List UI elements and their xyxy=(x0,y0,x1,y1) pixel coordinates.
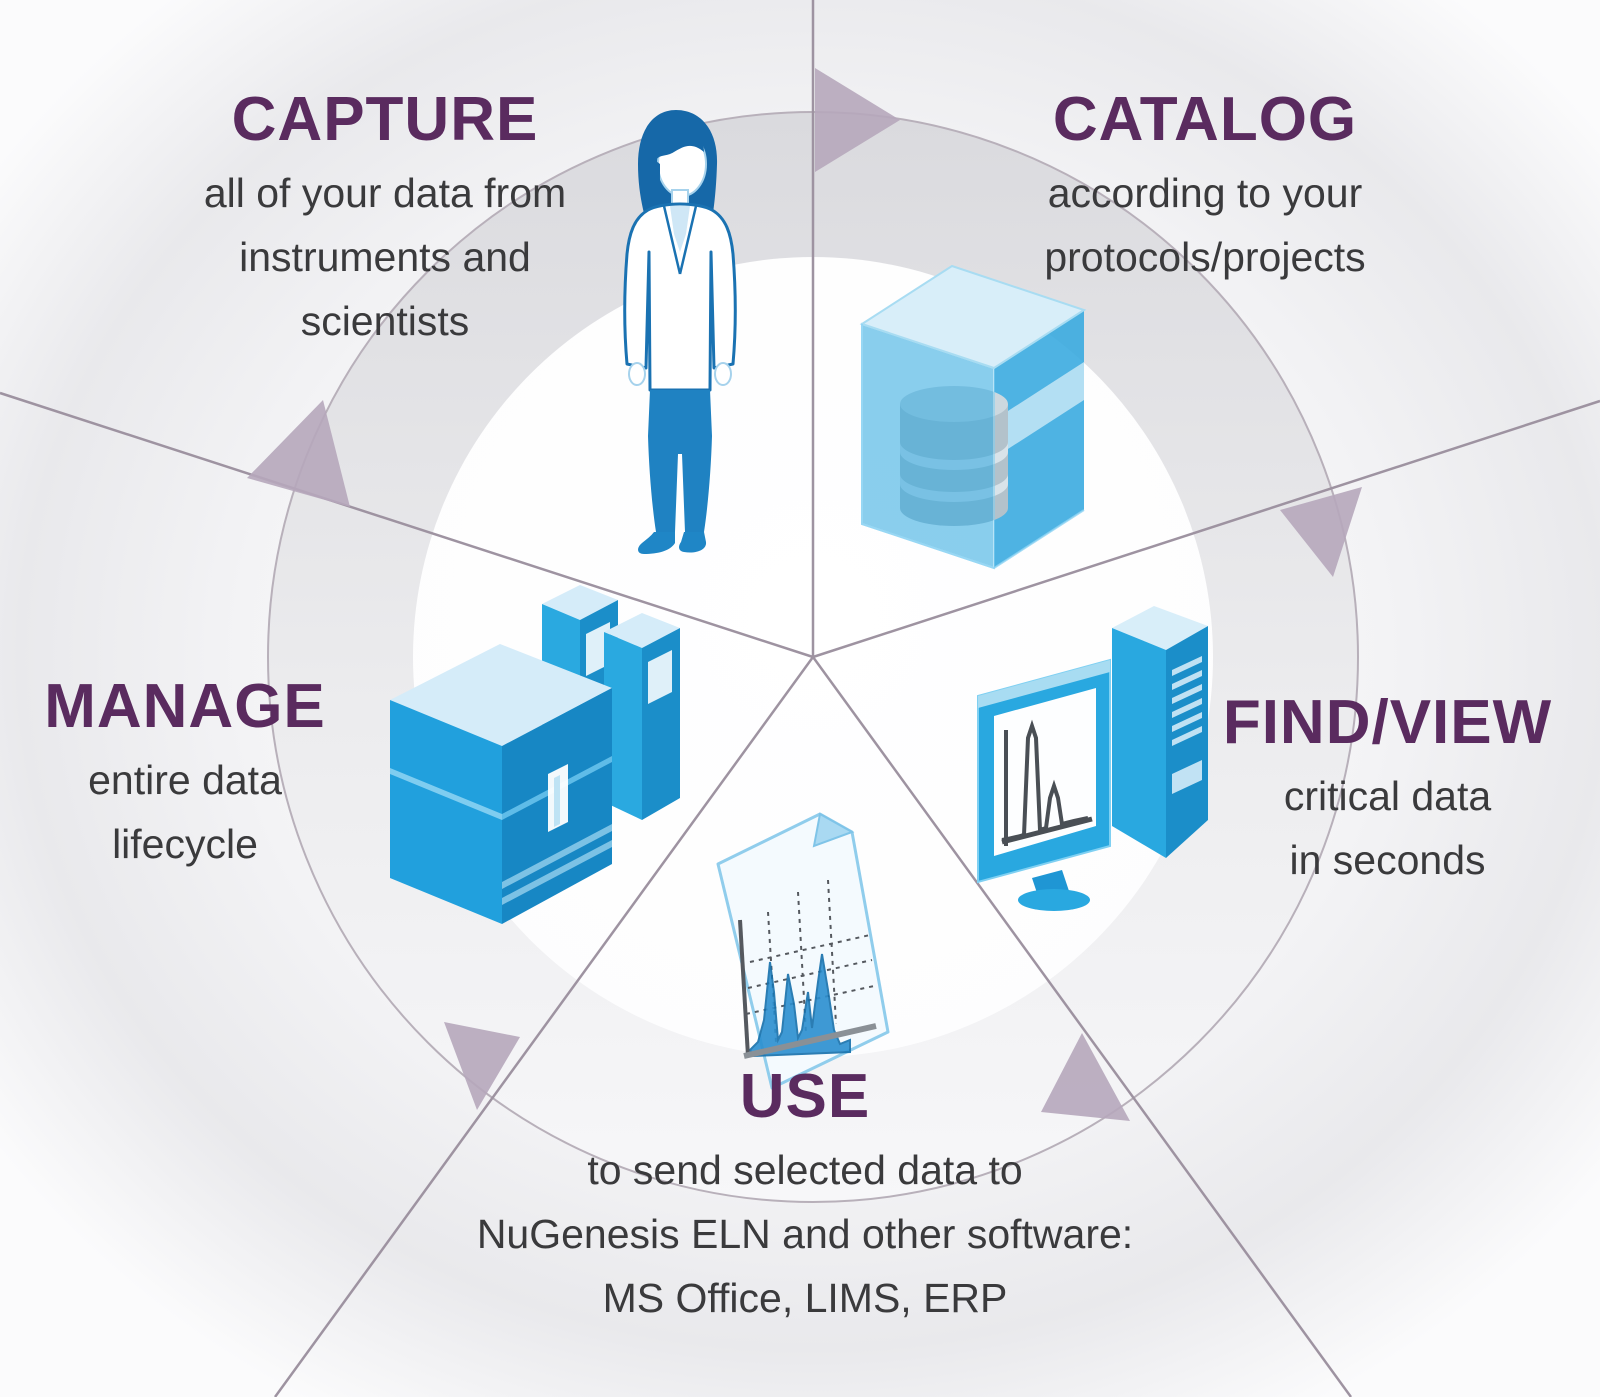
capture-desc-line-2: instruments and xyxy=(239,234,531,280)
use-heading: USE xyxy=(739,1062,871,1131)
segment-use: USE to send selected data to NuGenesis E… xyxy=(450,1062,1160,1330)
workstation-icon xyxy=(977,606,1208,911)
manage-heading: MANAGE xyxy=(44,672,326,741)
computer-tower xyxy=(1112,606,1208,858)
segment-manage: MANAGE entire data lifecycle xyxy=(20,672,350,876)
use-desc-line-3: MS Office, LIMS, ERP xyxy=(602,1275,1008,1321)
report-chart-icon xyxy=(716,812,890,1090)
segment-findview: FIND/VIEW critical data in seconds xyxy=(1185,688,1590,892)
database-cube-icon xyxy=(859,264,1087,570)
segment-catalog: CATALOG according to your protocols/proj… xyxy=(955,85,1455,289)
capture-desc-line-1: all of your data from xyxy=(203,170,567,216)
capture-heading: CAPTURE xyxy=(231,85,539,154)
segment-capture: CAPTURE all of your data from instrument… xyxy=(120,85,650,353)
use-desc-line-2: NuGenesis ELN and other software: xyxy=(476,1211,1134,1257)
chart-peaks xyxy=(748,953,851,1058)
monitor xyxy=(977,658,1111,911)
arrow-lower-right-icon xyxy=(1041,1033,1130,1121)
findview-heading: FIND/VIEW xyxy=(1222,688,1553,757)
catalog-desc-line-2: protocols/projects xyxy=(1044,234,1366,280)
findview-desc-line-2: in seconds xyxy=(1289,837,1486,883)
instrument-module xyxy=(390,644,612,924)
arrow-lower-left-icon xyxy=(444,1022,520,1110)
catalog-heading: CATALOG xyxy=(1052,85,1358,154)
instrument-archive-icon xyxy=(390,585,680,924)
cycle-direction-arrows xyxy=(247,68,1362,1121)
use-desc-line-1: to send selected data to xyxy=(587,1147,1023,1193)
arrow-upper-right-icon xyxy=(1280,487,1362,577)
manage-desc-line-1: entire data xyxy=(88,757,282,803)
findview-desc-line-1: critical data xyxy=(1283,773,1492,819)
arrow-top-icon xyxy=(815,68,900,172)
capture-desc-line-3: scientists xyxy=(300,298,470,344)
arrow-upper-left-icon xyxy=(247,400,350,507)
scientist-icon xyxy=(623,110,737,554)
manage-desc-line-2: lifecycle xyxy=(112,821,258,867)
catalog-desc-line-1: according to your xyxy=(1047,170,1363,216)
binder-front xyxy=(604,613,680,820)
